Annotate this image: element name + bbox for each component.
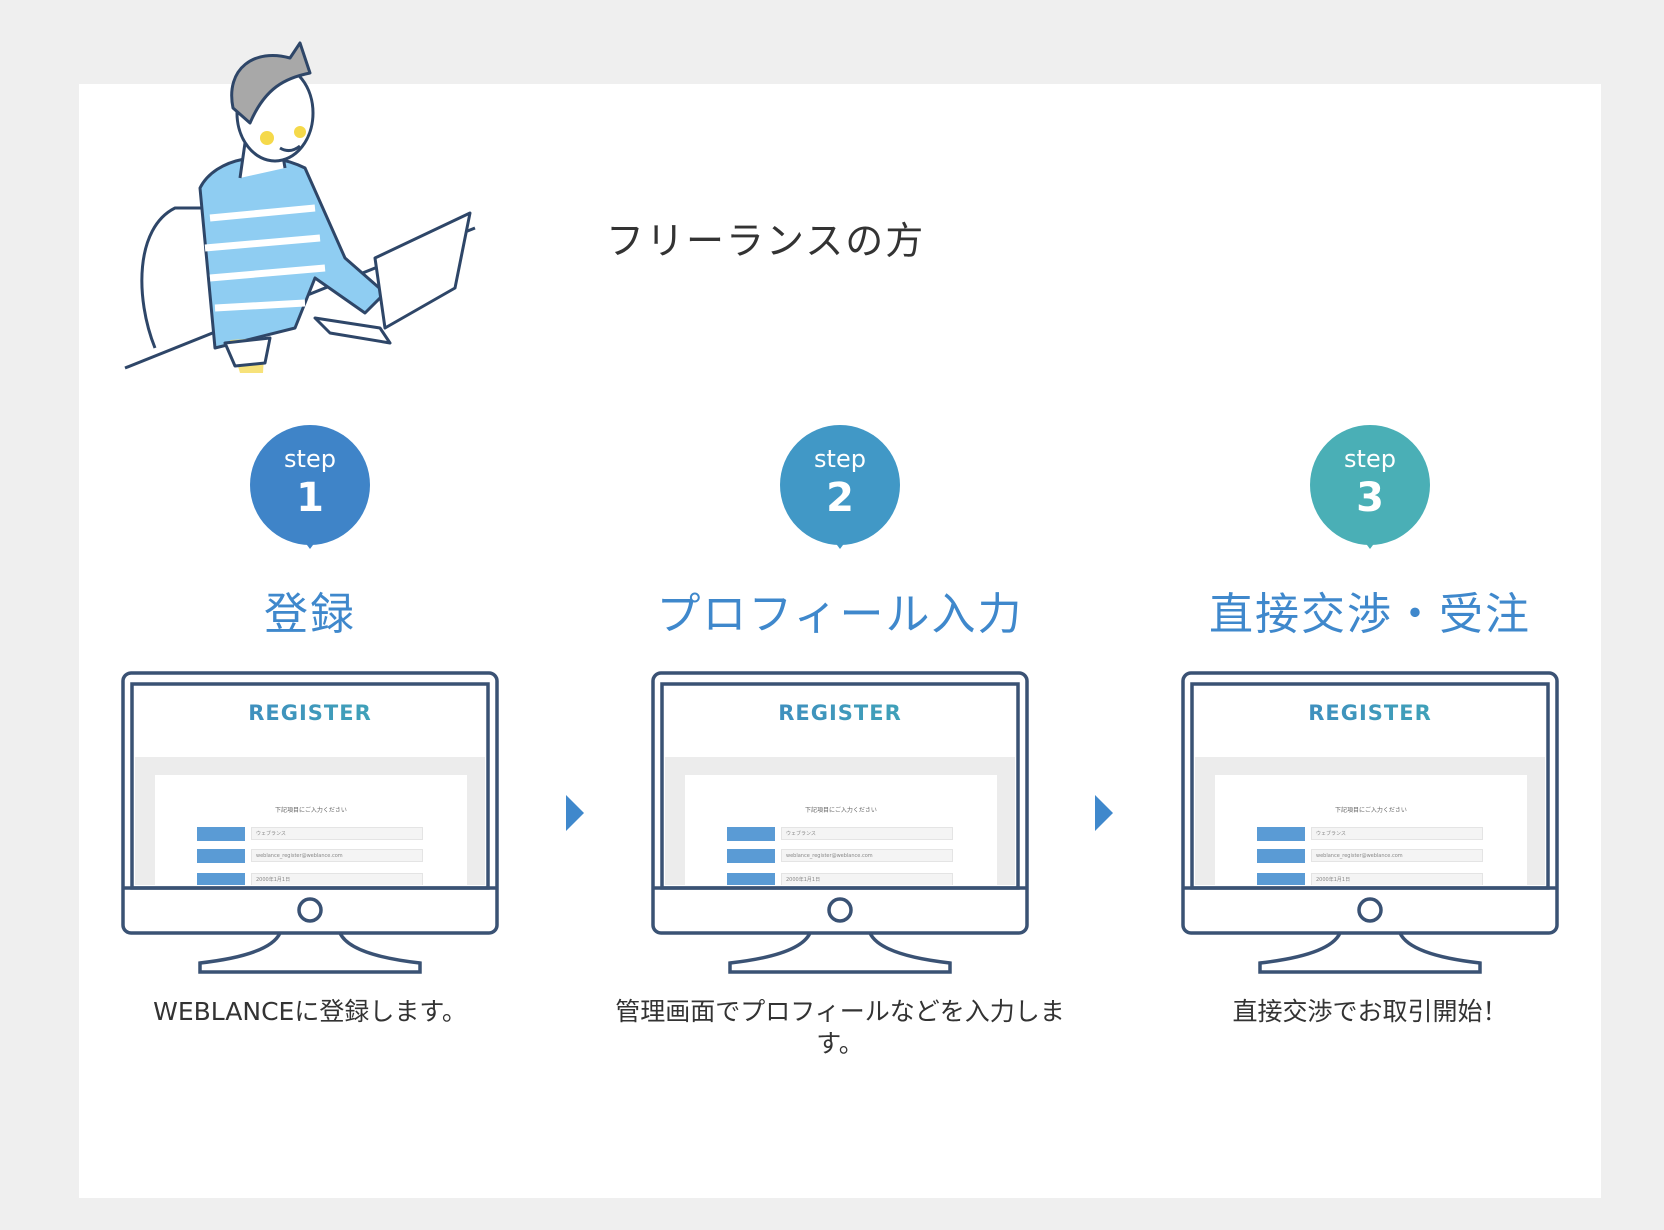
register-screen: REGISTER 下記項目にご入力ください ウェブランス weblance_re… bbox=[665, 687, 1015, 885]
step-heading: 直接交渉・受注 bbox=[1209, 589, 1531, 640]
step-caption: 管理画面でプロフィールなどを入力します。 bbox=[615, 997, 1065, 1058]
step-label: step bbox=[1344, 445, 1396, 473]
screen-field: weblance_register@weblance.com bbox=[1311, 849, 1483, 862]
screen-field: weblance_register@weblance.com bbox=[251, 849, 423, 862]
screen-field: ウェブランス bbox=[251, 827, 423, 840]
monitor-illustration: REGISTER 下記項目にご入力ください ウェブランス weblance_re… bbox=[1180, 670, 1560, 976]
step-heading: プロフィール入力 bbox=[656, 589, 1024, 640]
screen-field: ウェブランス bbox=[781, 827, 953, 840]
register-screen: REGISTER 下記項目にご入力ください ウェブランス weblance_re… bbox=[135, 687, 485, 885]
freelancer-illustration bbox=[124, 41, 476, 373]
step-badge: step 2 bbox=[780, 425, 900, 565]
step-label: step bbox=[284, 445, 336, 473]
screen-field: 2000年1月1日 bbox=[251, 873, 423, 885]
step-number: 2 bbox=[826, 475, 854, 521]
screen-field: 2000年1月1日 bbox=[1311, 873, 1483, 885]
screen-field: 2000年1月1日 bbox=[781, 873, 953, 885]
screen-field: ウェブランス bbox=[1311, 827, 1483, 840]
monitor-illustration: REGISTER 下記項目にご入力ください ウェブランス weblance_re… bbox=[650, 670, 1030, 976]
register-screen: REGISTER 下記項目にご入力ください ウェブランス weblance_re… bbox=[1195, 687, 1545, 885]
register-title: REGISTER bbox=[135, 687, 485, 725]
screen-message: 下記項目にご入力ください bbox=[1335, 807, 1407, 814]
register-title: REGISTER bbox=[665, 687, 1015, 725]
arrow-right-icon bbox=[1095, 795, 1113, 831]
screen-field: weblance_register@weblance.com bbox=[781, 849, 953, 862]
screen-message: 下記項目にご入力ください bbox=[805, 807, 877, 814]
step-number: 1 bbox=[296, 475, 324, 521]
step-caption: 直接交渉でお取引開始！ bbox=[1232, 997, 1508, 1026]
step-heading: 登録 bbox=[264, 589, 356, 640]
section-title: フリーランスの方 bbox=[606, 219, 926, 263]
step-label: step bbox=[814, 445, 866, 473]
monitor-illustration: REGISTER 下記項目にご入力ください ウェブランス weblance_re… bbox=[120, 670, 500, 976]
step-number: 3 bbox=[1356, 475, 1384, 521]
register-title: REGISTER bbox=[1195, 687, 1545, 725]
step-badge: step 1 bbox=[250, 425, 370, 565]
step-badge: step 3 bbox=[1310, 425, 1430, 565]
step-caption: WEBLANCEに登録します。 bbox=[153, 997, 467, 1026]
screen-message: 下記項目にご入力ください bbox=[275, 807, 347, 814]
arrow-right-icon bbox=[566, 795, 584, 831]
